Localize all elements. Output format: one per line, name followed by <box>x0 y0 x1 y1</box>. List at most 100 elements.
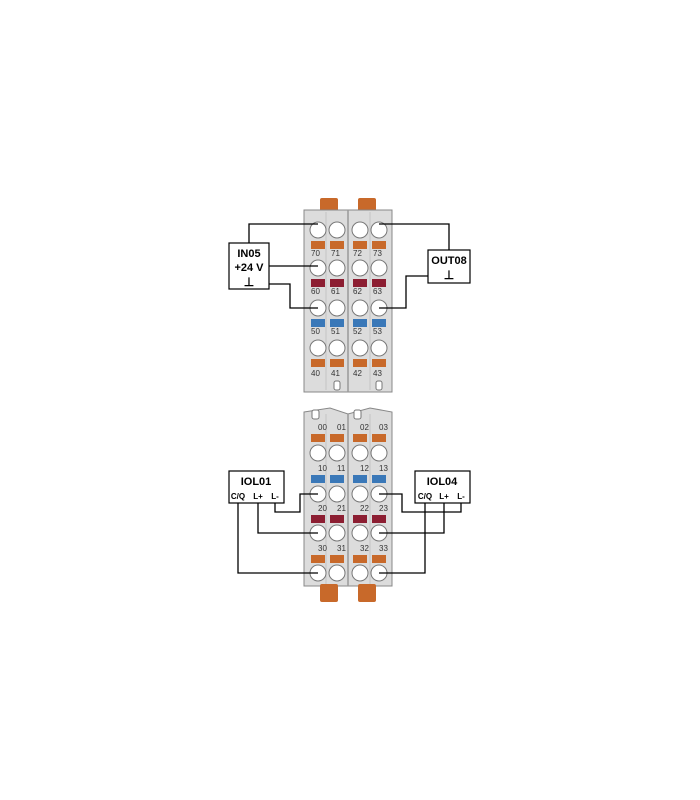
red-marker <box>330 515 344 523</box>
out08-title: OUT08 <box>431 255 466 267</box>
terminal-label: 63 <box>373 287 382 296</box>
orange-marker <box>330 241 344 249</box>
terminal-32[interactable] <box>351 564 369 582</box>
terminal-51[interactable] <box>328 299 346 317</box>
terminal-label: 42 <box>353 369 362 378</box>
terminal-label: 11 <box>337 464 346 473</box>
bottom-release-tab-right[interactable] <box>358 584 376 602</box>
terminal-62[interactable] <box>351 259 369 277</box>
terminal-label: 51 <box>331 327 340 336</box>
orange-marker <box>372 241 386 249</box>
in05-supply-label: +24 V <box>234 262 264 274</box>
terminal-label: 00 <box>318 423 327 432</box>
terminal-label: 73 <box>373 249 382 258</box>
orange-marker <box>372 555 386 563</box>
terminal-52[interactable] <box>351 299 369 317</box>
blue-marker <box>372 319 386 327</box>
terminal-42[interactable] <box>351 339 369 357</box>
orange-marker <box>330 434 344 442</box>
terminal-label: 61 <box>331 287 340 296</box>
red-marker <box>330 279 344 287</box>
terminal-11[interactable] <box>328 485 346 503</box>
terminal-63[interactable] <box>370 259 388 277</box>
blue-marker <box>311 319 325 327</box>
device-iol01[interactable]: IOL01 C/Q L+ L- <box>228 470 285 504</box>
orange-marker <box>311 359 325 367</box>
orange-marker <box>311 555 325 563</box>
terminal-label: 20 <box>318 504 327 513</box>
device-iol04[interactable]: IOL04 C/Q L+ L- <box>414 470 471 504</box>
terminal-label: 10 <box>318 464 327 473</box>
terminal-60[interactable] <box>309 259 327 277</box>
wire-in05-to-70 <box>248 223 318 243</box>
out08-ground-symbol: ⊥ <box>444 268 454 282</box>
orange-marker <box>372 434 386 442</box>
iol04-box <box>414 470 471 504</box>
device-in05[interactable]: IN05 +24 V ⊥ <box>228 242 270 290</box>
wire-in05-ground-to-50 <box>269 283 318 309</box>
terminal-label: 30 <box>318 544 327 553</box>
terminal-21[interactable] <box>328 524 346 542</box>
terminal-40[interactable] <box>309 339 327 357</box>
iol01-box <box>228 470 285 504</box>
terminal-71[interactable] <box>328 221 346 239</box>
terminal-label: 53 <box>373 327 382 336</box>
terminal-41[interactable] <box>328 339 346 357</box>
terminal-label: 43 <box>373 369 382 378</box>
terminal-03[interactable] <box>370 444 388 462</box>
red-marker <box>372 279 386 287</box>
terminal-43[interactable] <box>370 339 388 357</box>
wire-iol01-lplus-to-20 <box>257 503 318 534</box>
orange-marker <box>311 241 325 249</box>
in05-box <box>228 242 270 290</box>
bottom-row-4: 30 31 32 33 <box>309 544 388 582</box>
wire-iol04-lplus-to-23 <box>379 503 445 534</box>
terminal-00[interactable] <box>309 444 327 462</box>
red-marker <box>353 515 367 523</box>
blue-marker <box>330 475 344 483</box>
top-row-4: 40 41 42 43 <box>309 339 388 378</box>
iol04-pin-lplus: L+ <box>439 492 449 501</box>
terminal-label: 40 <box>311 369 320 378</box>
terminal-12[interactable] <box>351 485 369 503</box>
device-out08[interactable]: OUT08 ⊥ <box>427 249 471 284</box>
iol04-pin-lminus: L- <box>457 492 465 501</box>
terminal-label: 62 <box>353 287 362 296</box>
terminal-label: 12 <box>360 464 369 473</box>
wire-iol04-lminus-to-13 <box>379 493 462 513</box>
wire-iol04-cq-to-33 <box>379 503 426 574</box>
top-row-1: 70 71 72 73 <box>309 221 388 258</box>
iol01-title: IOL01 <box>241 476 272 488</box>
terminal-label: 50 <box>311 327 320 336</box>
iol04-pin-cq: C/Q <box>418 492 432 501</box>
terminal-22[interactable] <box>351 524 369 542</box>
terminal-label: 32 <box>360 544 369 553</box>
red-marker <box>311 515 325 523</box>
terminal-label: 21 <box>337 504 346 513</box>
terminal-label: 23 <box>379 504 388 513</box>
bottom-release-tab-left[interactable] <box>320 584 338 602</box>
terminal-70[interactable] <box>309 221 327 239</box>
terminal-label: 13 <box>379 464 388 473</box>
terminal-31[interactable] <box>328 564 346 582</box>
terminal-73[interactable] <box>370 221 388 239</box>
terminal-label: 22 <box>360 504 369 513</box>
wire-out08-to-53 <box>379 275 428 309</box>
terminal-label: 60 <box>311 287 320 296</box>
terminal-label: 02 <box>360 423 369 432</box>
terminal-label: 33 <box>379 544 388 553</box>
red-marker <box>311 279 325 287</box>
terminal-72[interactable] <box>351 221 369 239</box>
wire-iol01-lminus-to-10 <box>274 493 318 513</box>
orange-marker <box>311 434 325 442</box>
terminal-label: 03 <box>379 423 388 432</box>
bottom-wiring <box>237 493 462 574</box>
terminal-02[interactable] <box>351 444 369 462</box>
terminal-label: 71 <box>331 249 340 258</box>
terminal-01[interactable] <box>328 444 346 462</box>
orange-marker <box>330 359 344 367</box>
orange-marker <box>353 555 367 563</box>
terminal-61[interactable] <box>328 259 346 277</box>
wire-iol01-cq-to-30 <box>237 503 318 574</box>
blue-marker <box>353 319 367 327</box>
